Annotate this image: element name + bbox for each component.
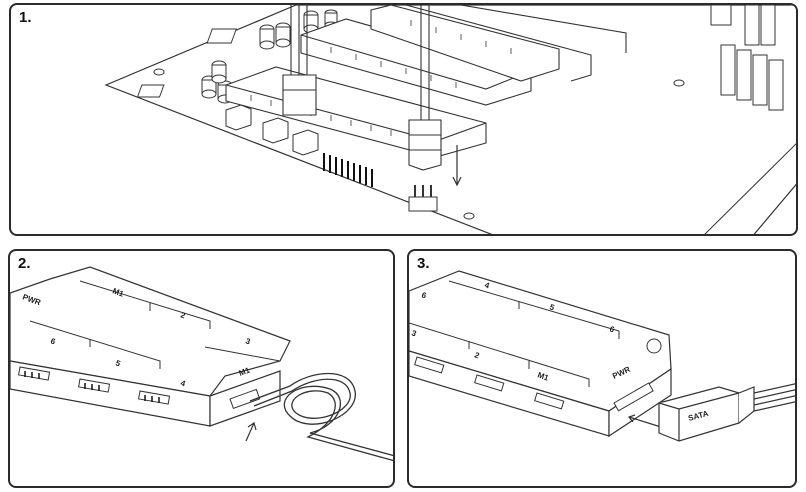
label-fan-4: 4 <box>179 378 187 388</box>
label-fan-6: 6 <box>49 336 57 346</box>
label-fan-2: 2 <box>179 310 187 320</box>
down-arrow-icon <box>452 145 462 187</box>
label-m1: M1 <box>536 370 550 382</box>
ram-slot-connectors <box>710 5 784 111</box>
step-2-number: 2. <box>18 255 31 272</box>
capacitor-cluster <box>201 9 338 104</box>
motherboard-illustration <box>104 5 796 234</box>
sata-port <box>613 382 654 412</box>
usb-header-cable <box>282 5 317 116</box>
m1-cable <box>249 372 393 462</box>
step-2-panel: 2. PWR M1 2 3 4 5 6 M1 <box>8 249 395 488</box>
hub-label-dividers <box>29 280 281 369</box>
fan-hub-right-side <box>608 367 672 438</box>
led-indicator-icon <box>646 338 662 354</box>
hub-label-dividers <box>409 280 620 387</box>
label-fan-3: 3 <box>244 336 252 346</box>
slot-pins <box>250 20 512 141</box>
label-fan-6: 6 <box>420 290 428 300</box>
mounting-hole <box>463 212 475 220</box>
step-1-number: 1. <box>19 9 32 26</box>
left-arrow-icon <box>627 414 662 428</box>
step-1-panel: 1. <box>9 3 798 236</box>
fan-port <box>18 366 261 410</box>
label-fan-3: 3 <box>410 328 418 338</box>
chip <box>136 84 165 98</box>
label-fan-4: 4 <box>483 280 491 290</box>
label-fan-6b: 6 <box>608 324 616 334</box>
label-fan-5: 5 <box>548 302 556 312</box>
mounting-hole <box>673 79 685 87</box>
label-m1-port: M1 <box>238 365 252 377</box>
sata-connector <box>658 386 755 442</box>
label-fan-5: 5 <box>114 358 122 368</box>
chip <box>206 28 237 44</box>
label-m1: M1 <box>111 286 125 298</box>
port-pins <box>24 371 160 403</box>
step-3-number: 3. <box>417 255 430 272</box>
sata-cable <box>753 383 795 412</box>
sata-connection-illustration: 6 4 5 6 3 2 M1 PWR SATA <box>409 270 795 442</box>
up-arrow-icon <box>245 422 257 442</box>
label-fan-2: 2 <box>473 350 481 360</box>
mounting-hole <box>153 68 165 76</box>
fan-hub-illustration: PWR M1 2 3 4 5 6 M1 <box>10 266 393 462</box>
pin-header-block <box>323 153 373 187</box>
three-pin-header <box>408 185 438 212</box>
fan-port <box>414 356 565 410</box>
hub-connector-cable <box>408 5 442 171</box>
step-3-panel: 3. 6 4 5 6 3 2 M1 PWR <box>407 249 797 488</box>
fan-header <box>225 104 319 156</box>
